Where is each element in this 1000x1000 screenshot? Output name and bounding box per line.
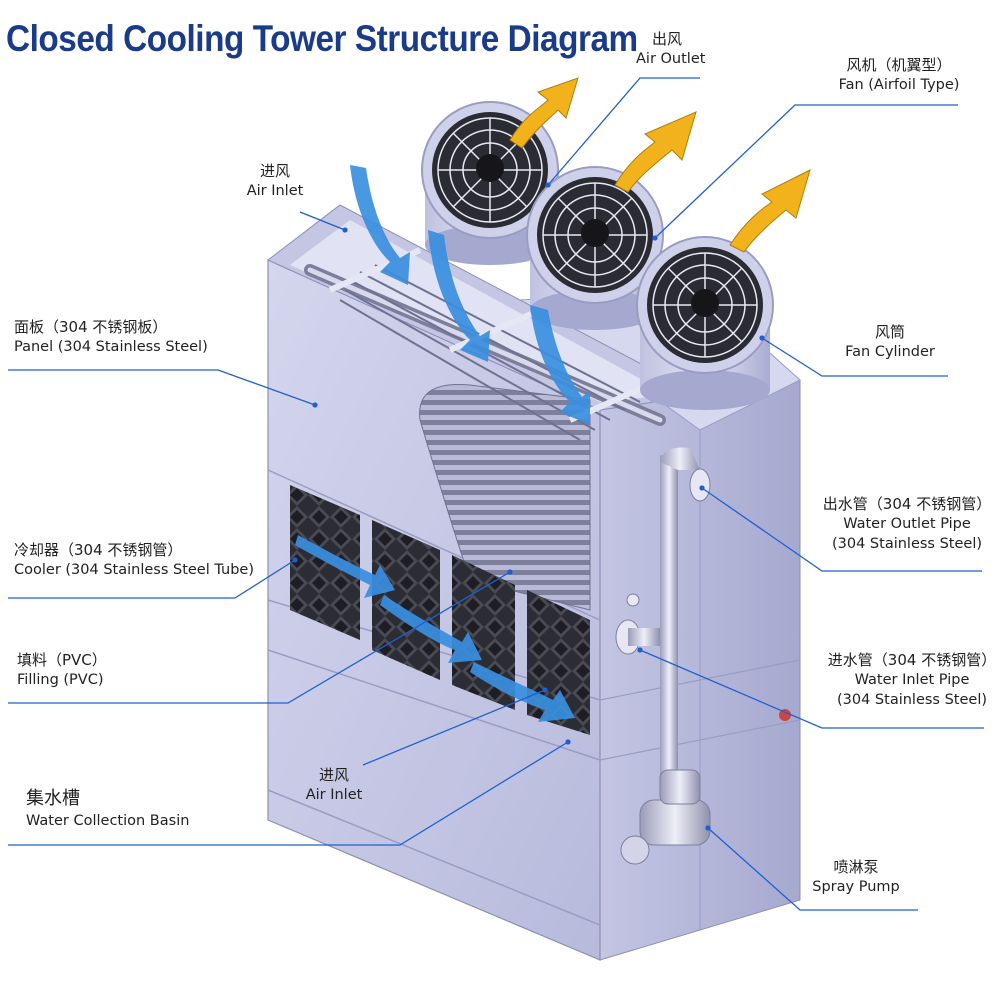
label-panel-zh: 面板（304 不锈钢板）	[14, 318, 168, 336]
fan-assembly-2	[526, 166, 664, 330]
label-fan-cylinder: 风筒 Fan Cylinder	[844, 323, 936, 361]
label-cooler: 冷却器（304 不锈钢管） Cooler (304 Stainless Stee…	[14, 541, 254, 579]
label-filling: 填料（PVC） Filling (PVC)	[17, 651, 107, 689]
leader-lines	[8, 77, 984, 911]
label-fan: 风机（机翼型） Fan (Airfoil Type)	[835, 56, 963, 94]
label-filling-en: Filling (PVC)	[17, 672, 104, 688]
label-panel-en: Panel (304 Stainless Steel)	[14, 339, 208, 355]
label-water-inlet-en2: (304 Stainless Steel)	[836, 692, 988, 709]
label-spray-pump: 喷淋泵 Spray Pump	[812, 858, 900, 896]
label-air-outlet-zh: 出风	[651, 30, 682, 48]
label-air-outlet-en: Air Outlet	[636, 51, 706, 67]
label-air-inlet-top-zh: 进风	[259, 162, 290, 180]
label-air-outlet: 出风 Air Outlet	[636, 30, 706, 68]
fan-assembly-1	[421, 101, 559, 265]
label-filling-zh: 填料（PVC）	[17, 651, 107, 669]
exhaust-arrows	[509, 77, 811, 253]
label-air-inlet-bottom-en: Air Inlet	[305, 787, 363, 803]
airflow-arrows	[295, 165, 590, 722]
label-basin-zh: 集水槽	[26, 788, 80, 809]
label-cooler-en: Cooler (304 Stainless Steel Tube)	[14, 562, 254, 578]
label-air-inlet-bottom: 进风 Air Inlet	[304, 766, 364, 804]
diagram-title: Closed Cooling Tower Structure Diagram	[6, 18, 638, 59]
label-fan-zh: 风机（机翼型）	[846, 56, 952, 74]
label-fan-en: Fan (Airfoil Type)	[838, 77, 960, 93]
label-cooler-zh: 冷却器（304 不锈钢管）	[14, 541, 183, 559]
label-panel: 面板（304 不锈钢板） Panel (304 Stainless Steel)	[14, 318, 208, 356]
label-water-inlet-en: Water Inlet Pipe	[854, 672, 970, 688]
label-spray-pump-en: Spray Pump	[812, 879, 900, 895]
fan-assembly-3	[636, 236, 774, 410]
label-fan-cylinder-zh: 风筒	[874, 323, 905, 341]
label-water-outlet: 出水管（304 不锈钢管） Water Outlet Pipe (304 Sta…	[822, 495, 992, 554]
label-spray-pump-zh: 喷淋泵	[833, 858, 879, 876]
label-water-inlet-zh: 进水管（304 不锈钢管）	[827, 651, 997, 669]
label-water-outlet-en: Water Outlet Pipe	[843, 516, 971, 532]
label-air-inlet-bottom-zh: 进风	[318, 766, 349, 784]
label-fan-cylinder-en: Fan Cylinder	[845, 344, 935, 360]
label-basin: 集水槽 Water Collection Basin	[26, 788, 189, 830]
label-water-inlet: 进水管（304 不锈钢管） Water Inlet Pipe (304 Stai…	[826, 651, 998, 710]
water-pipes-and-pump	[615, 447, 791, 865]
label-basin-en: Water Collection Basin	[26, 812, 190, 829]
label-air-inlet-top-en: Air Inlet	[246, 183, 304, 199]
label-air-inlet-top: 进风 Air Inlet	[246, 162, 304, 200]
label-water-outlet-en2: (304 Stainless Steel)	[831, 536, 983, 553]
label-water-outlet-zh: 出水管（304 不锈钢管）	[822, 495, 992, 513]
